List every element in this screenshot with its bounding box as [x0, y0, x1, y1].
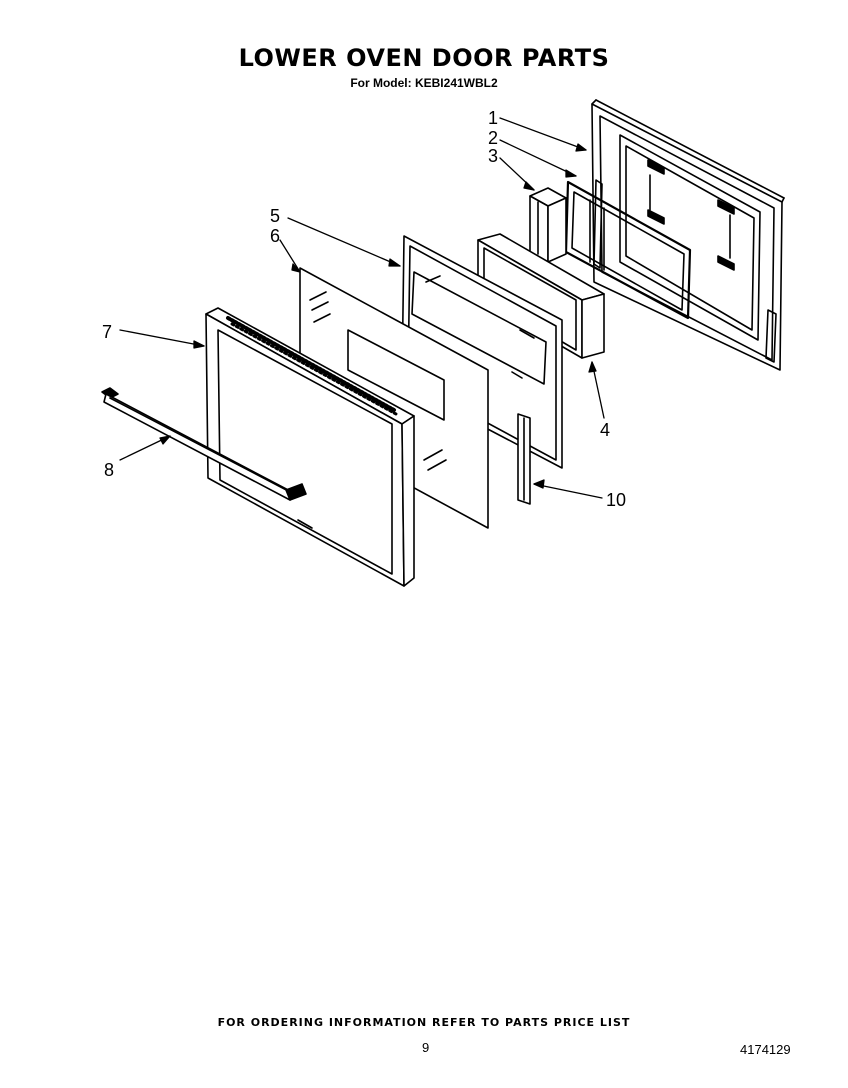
callout-2: 2: [488, 128, 498, 148]
page-number: 9: [422, 1040, 430, 1055]
callout-3: 3: [488, 146, 498, 166]
part-7-outer-door-frame: [205, 307, 415, 587]
callout-10: 10: [606, 490, 626, 510]
callout-1: 1: [488, 108, 498, 128]
page-title: LOWER OVEN DOOR PARTS: [238, 44, 610, 72]
callout-6: 6: [270, 226, 280, 246]
callout-7: 7: [102, 322, 112, 342]
part-1-inner-door-panel: [591, 99, 785, 371]
callout-8: 8: [104, 460, 114, 480]
part-10-side-strip: [517, 413, 531, 505]
callout-5: 5: [270, 206, 280, 226]
document-number: 4174129: [740, 1042, 791, 1057]
part-8-door-handle: [101, 387, 307, 501]
ordering-note: FOR ORDERING INFORMATION REFER TO PARTS …: [217, 1016, 631, 1029]
leader-lines: [119, 117, 605, 499]
callout-4: 4: [600, 420, 610, 440]
part-3-bracket: [529, 187, 567, 263]
model-line: For Model: KEBI241WBL2: [350, 76, 498, 90]
